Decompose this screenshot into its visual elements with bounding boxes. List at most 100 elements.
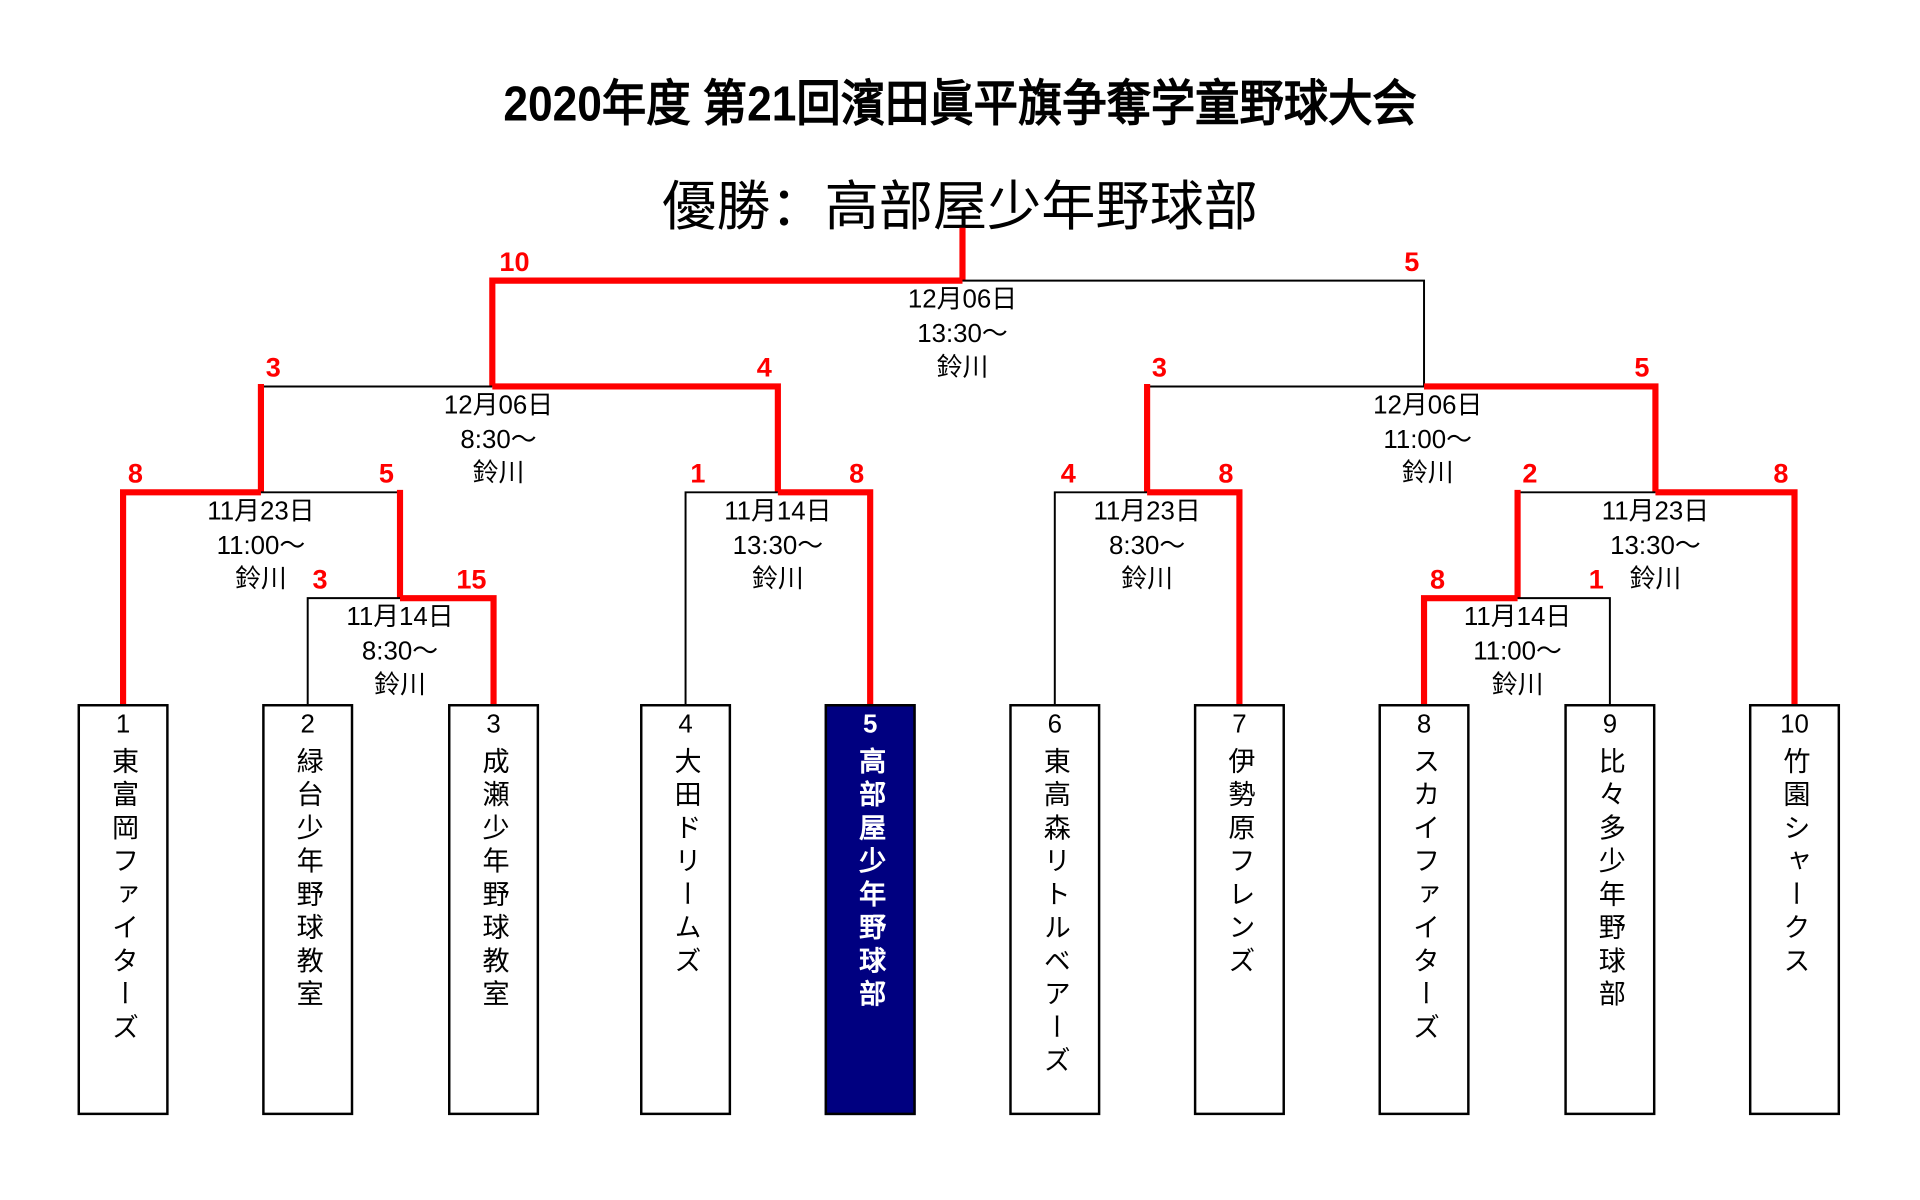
qf4-info: 11月23日 13:30～ 鈴川 bbox=[1602, 495, 1709, 597]
final-info: 12月06日 13:30～ 鈴川 bbox=[908, 283, 1017, 385]
qf3-left-line bbox=[1053, 491, 1148, 705]
sf-left-right-line bbox=[492, 383, 781, 493]
team-name: スカイファイターズ bbox=[1409, 747, 1441, 1047]
team-name: 竹園シャークス bbox=[1779, 747, 1811, 980]
team-box-4: 4 大田ドリームズ bbox=[640, 704, 732, 1116]
team-box-5-champion: 5 高部屋少年野球部 bbox=[824, 704, 916, 1116]
match-date: 11月14日 bbox=[346, 603, 454, 632]
qf3-right-line bbox=[1147, 489, 1243, 705]
page-title: 2020年度 第21回濱田眞平旗争奪学童野球大会 bbox=[503, 77, 1417, 132]
match-time: 13:30～ bbox=[1610, 531, 1701, 560]
match-date: 11月23日 bbox=[1601, 497, 1710, 526]
team-box-9: 9 比々多少年野球部 bbox=[1564, 704, 1656, 1116]
sf-left-score-right: 4 bbox=[756, 352, 772, 383]
qf2-score-left: 1 bbox=[690, 457, 706, 489]
match-time: 11:00～ bbox=[216, 531, 306, 560]
team-box-3: 3 成瀬少年野球教室 bbox=[448, 704, 540, 1116]
qf1-left-line bbox=[120, 489, 261, 705]
match-time: 11:00～ bbox=[1383, 425, 1473, 454]
match-date: 11月14日 bbox=[1463, 603, 1572, 632]
sf-right-info: 12月06日 11:00～ 鈴川 bbox=[1373, 389, 1482, 491]
team-name: 比々多少年野球部 bbox=[1595, 747, 1626, 1013]
qf3-score-left: 4 bbox=[1060, 457, 1076, 489]
match-date: 12月06日 bbox=[907, 285, 1018, 314]
sf-right-right-line bbox=[1424, 383, 1659, 493]
qf1-score-left: 8 bbox=[127, 457, 143, 489]
sf-right-score-right: 5 bbox=[1634, 352, 1650, 383]
team-name: 大田ドリームズ bbox=[670, 747, 702, 980]
qf2-info: 11月14日 13:30～ 鈴川 bbox=[724, 495, 831, 597]
qf1-info: 11月23日 11:00～ 鈴川 bbox=[207, 495, 314, 597]
team-number: 2 bbox=[300, 710, 315, 739]
r1a-info: 11月14日 8:30～ 鈴川 bbox=[346, 601, 453, 703]
team-name: 東富岡ファイターズ bbox=[108, 747, 140, 1047]
qf1-score-right: 5 bbox=[378, 457, 395, 489]
match-time: 11:00～ bbox=[1473, 636, 1562, 666]
r1b-left-line bbox=[1420, 595, 1518, 705]
match-venue: 鈴川 bbox=[1121, 564, 1173, 594]
team-number: 8 bbox=[1416, 710, 1432, 739]
team-number: 7 bbox=[1232, 710, 1247, 739]
r1a-score-right: 15 bbox=[456, 563, 487, 595]
team-number: 5 bbox=[862, 710, 878, 739]
match-venue: 鈴川 bbox=[235, 564, 287, 594]
match-time: 8:30～ bbox=[361, 636, 439, 666]
final-score-left: 10 bbox=[499, 246, 530, 277]
match-time: 13:30～ bbox=[917, 319, 1008, 348]
team-box-2: 2 緑台少年野球教室 bbox=[262, 704, 354, 1116]
match-venue: 鈴川 bbox=[752, 564, 804, 594]
match-time: 8:30～ bbox=[1109, 531, 1186, 560]
qf2-right-line bbox=[777, 489, 874, 705]
team-name: 高部屋少年野球部 bbox=[855, 747, 887, 1013]
team-number: 9 bbox=[1602, 710, 1618, 739]
sf-left-info: 12月06日 8:30～ 鈴川 bbox=[444, 389, 553, 491]
team-name: 伊勢原フレンズ bbox=[1224, 747, 1256, 980]
match-date: 11月23日 bbox=[1093, 497, 1201, 526]
r1a-left-line bbox=[306, 597, 401, 705]
match-time: 8:30～ bbox=[460, 425, 537, 454]
match-venue: 鈴川 bbox=[374, 670, 426, 700]
team-box-8: 8 スカイファイターズ bbox=[1378, 704, 1470, 1116]
team-name: 東高森リトルベアーズ bbox=[1040, 747, 1071, 1080]
final-right-line bbox=[962, 279, 1426, 387]
match-venue: 鈴川 bbox=[1629, 564, 1682, 594]
team-name: 成瀬少年野球教室 bbox=[478, 747, 510, 1013]
team-box-1: 1 東富岡ファイターズ bbox=[77, 704, 169, 1116]
team-number: 4 bbox=[678, 710, 693, 739]
match-time: 13:30～ bbox=[732, 531, 824, 560]
r1b-score-left: 8 bbox=[1430, 563, 1446, 595]
team-number: 3 bbox=[486, 710, 501, 739]
qf4-score-right: 8 bbox=[1773, 457, 1789, 489]
team-name: 緑台少年野球教室 bbox=[292, 747, 324, 1013]
r1a-score-left: 3 bbox=[312, 563, 328, 595]
match-venue: 鈴川 bbox=[1491, 670, 1544, 700]
qf4-score-left: 2 bbox=[1522, 457, 1538, 489]
match-date: 11月14日 bbox=[724, 497, 832, 526]
final-score-right: 5 bbox=[1404, 246, 1420, 277]
qf3-info: 11月23日 8:30～ 鈴川 bbox=[1093, 495, 1200, 597]
team-box-7: 7 伊勢原フレンズ bbox=[1193, 704, 1285, 1116]
match-venue: 鈴川 bbox=[1401, 459, 1454, 488]
champion-label: 優勝：高部屋少年野球部 bbox=[662, 177, 1258, 238]
team-box-10: 10 竹園シャークス bbox=[1748, 704, 1841, 1116]
match-venue: 鈴川 bbox=[936, 353, 989, 382]
match-date: 12月06日 bbox=[1373, 391, 1483, 420]
match-venue: 鈴川 bbox=[472, 459, 525, 488]
qf4-right-line bbox=[1655, 489, 1798, 705]
final-left-line bbox=[489, 277, 963, 387]
r1b-info: 11月14日 11:00～ 鈴川 bbox=[1464, 601, 1571, 703]
r1b-score-right: 1 bbox=[1588, 563, 1604, 595]
qf2-score-right: 8 bbox=[849, 457, 865, 489]
team-number: 1 bbox=[115, 710, 131, 739]
match-date: 11月23日 bbox=[207, 497, 315, 526]
sf-left-score-left: 3 bbox=[265, 352, 281, 383]
r1a-right-line bbox=[400, 595, 497, 705]
team-number: 6 bbox=[1047, 710, 1062, 739]
qf2-left-line bbox=[684, 491, 778, 705]
qf3-score-right: 8 bbox=[1218, 457, 1234, 489]
team-box-6: 6 東高森リトルベアーズ bbox=[1009, 704, 1101, 1116]
sf-right-score-left: 3 bbox=[1151, 352, 1167, 383]
team-number: 10 bbox=[1780, 710, 1809, 739]
